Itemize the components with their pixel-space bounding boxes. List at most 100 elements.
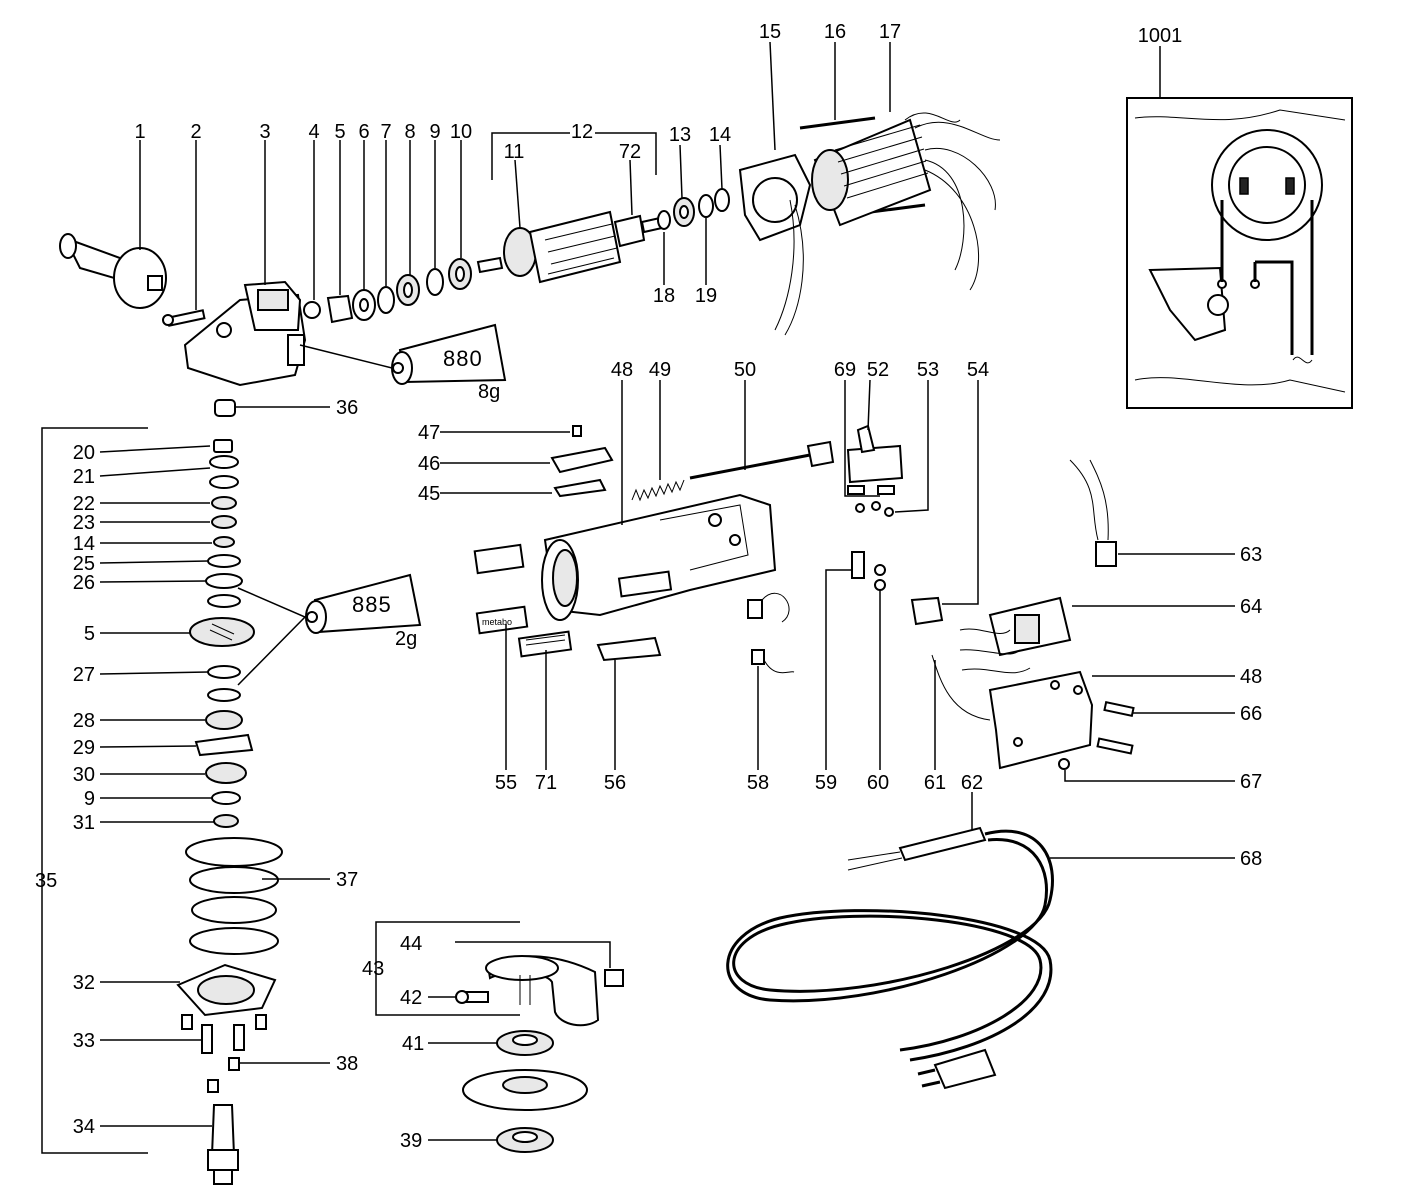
part-43-guard bbox=[485, 955, 600, 1027]
label-61: 61 bbox=[924, 772, 946, 794]
label-3: 3 bbox=[259, 121, 270, 143]
label-49: 49 bbox=[649, 359, 671, 381]
part-number-labels: 1 2 3 4 5 6 7 8 9 10 11 12 72 13 14 15 1… bbox=[35, 21, 1262, 1152]
part-19-washer bbox=[698, 194, 714, 218]
label-23: 23 bbox=[73, 512, 95, 534]
label-9-left: 9 bbox=[84, 788, 95, 810]
part-52-switch bbox=[846, 424, 904, 517]
part-54-sensor bbox=[910, 596, 944, 626]
label-48-top: 48 bbox=[611, 359, 633, 381]
label-56: 56 bbox=[604, 772, 626, 794]
part-17-stator bbox=[811, 112, 1001, 291]
label-27: 27 bbox=[73, 664, 95, 686]
tube-885-text: 885 bbox=[352, 592, 392, 617]
part-6-ring bbox=[352, 289, 376, 321]
label-55: 55 bbox=[495, 772, 517, 794]
label-2: 2 bbox=[190, 121, 201, 143]
nameplate-brand: metabo bbox=[482, 617, 512, 627]
part-39-nut bbox=[496, 1127, 554, 1153]
label-53: 53 bbox=[917, 359, 939, 381]
part-disc bbox=[462, 1069, 588, 1111]
part-60-screws bbox=[874, 564, 886, 591]
label-44: 44 bbox=[400, 933, 422, 955]
label-11: 11 bbox=[504, 141, 525, 163]
label-35: 35 bbox=[35, 870, 57, 892]
part-13-bearing bbox=[673, 197, 695, 227]
label-39: 39 bbox=[400, 1130, 422, 1152]
part-3-gear-housing bbox=[183, 280, 307, 387]
part-14-washer bbox=[714, 188, 730, 212]
part-12-armature bbox=[476, 210, 664, 284]
label-66: 66 bbox=[1240, 703, 1262, 725]
label-12: 12 bbox=[571, 121, 593, 143]
label-18: 18 bbox=[653, 285, 675, 307]
label-6: 6 bbox=[358, 121, 369, 143]
part-9-washer bbox=[426, 268, 444, 296]
label-5-left: 5 bbox=[84, 623, 95, 645]
label-22: 22 bbox=[73, 493, 95, 515]
part-48-motor-housing bbox=[541, 493, 777, 621]
part-49-spring bbox=[631, 479, 685, 502]
tube-880-weight: 8g bbox=[478, 381, 500, 403]
label-48-right: 48 bbox=[1240, 666, 1262, 688]
label-19: 19 bbox=[695, 285, 717, 307]
part-45-switch-rod bbox=[553, 478, 607, 498]
label-67: 67 bbox=[1240, 771, 1262, 793]
label-42: 42 bbox=[400, 987, 422, 1009]
label-5-top: 5 bbox=[334, 121, 345, 143]
label-10: 10 bbox=[450, 121, 472, 143]
label-28: 28 bbox=[73, 710, 95, 732]
part-36-spacer bbox=[214, 399, 236, 417]
label-69: 69 bbox=[834, 359, 856, 381]
part-41-flange bbox=[496, 1030, 554, 1056]
label-68: 68 bbox=[1240, 848, 1262, 870]
label-9-top: 9 bbox=[429, 121, 440, 143]
label-31: 31 bbox=[73, 812, 95, 834]
part-18-ring bbox=[657, 210, 671, 230]
label-59: 59 bbox=[815, 772, 837, 794]
label-29: 29 bbox=[73, 737, 95, 759]
label-30: 30 bbox=[73, 764, 95, 786]
label-32: 32 bbox=[73, 972, 95, 994]
label-63: 63 bbox=[1240, 544, 1262, 566]
label-62: 62 bbox=[961, 772, 983, 794]
label-25: 25 bbox=[73, 553, 95, 575]
label-45: 45 bbox=[418, 483, 440, 505]
part-68-power-cord bbox=[726, 826, 1054, 1090]
label-33: 33 bbox=[73, 1030, 95, 1052]
grease-tube-880: 880 8g bbox=[299, 323, 507, 403]
label-64: 64 bbox=[1240, 596, 1262, 618]
label-43: 43 bbox=[362, 958, 384, 980]
label-26: 26 bbox=[73, 572, 95, 594]
label-54: 54 bbox=[967, 359, 989, 381]
part-50-cable bbox=[689, 440, 835, 480]
part-7-washer bbox=[377, 286, 395, 314]
part-2-screw bbox=[162, 309, 206, 327]
label-41: 41 bbox=[402, 1033, 424, 1055]
label-50: 50 bbox=[734, 359, 756, 381]
part-8-bearing bbox=[396, 274, 420, 306]
label-47: 47 bbox=[418, 422, 440, 444]
part-66-screw bbox=[1103, 700, 1135, 718]
part-48-cover bbox=[988, 670, 1094, 770]
label-1001: 1001 bbox=[1138, 25, 1183, 47]
part-5-bevel-gear bbox=[326, 294, 354, 324]
part-4-nut bbox=[303, 301, 321, 319]
label-1: 1 bbox=[134, 121, 145, 143]
label-8: 8 bbox=[404, 121, 415, 143]
label-21: 21 bbox=[73, 466, 95, 488]
part-stack-35 bbox=[176, 439, 283, 1185]
part-42-screw bbox=[455, 990, 489, 1004]
part-10-bearing bbox=[448, 258, 472, 290]
label-60: 60 bbox=[867, 772, 889, 794]
label-71: 71 bbox=[535, 772, 557, 794]
label-7: 7 bbox=[380, 121, 391, 143]
part-15-brush-holder bbox=[738, 153, 812, 336]
part-label-plates: metabo bbox=[473, 543, 662, 662]
part-64-electronic-module bbox=[959, 596, 1072, 674]
part-67-screws bbox=[1058, 737, 1134, 770]
label-46: 46 bbox=[418, 453, 440, 475]
label-36: 36 bbox=[336, 397, 358, 419]
label-58: 58 bbox=[747, 772, 769, 794]
label-15: 15 bbox=[759, 21, 781, 43]
